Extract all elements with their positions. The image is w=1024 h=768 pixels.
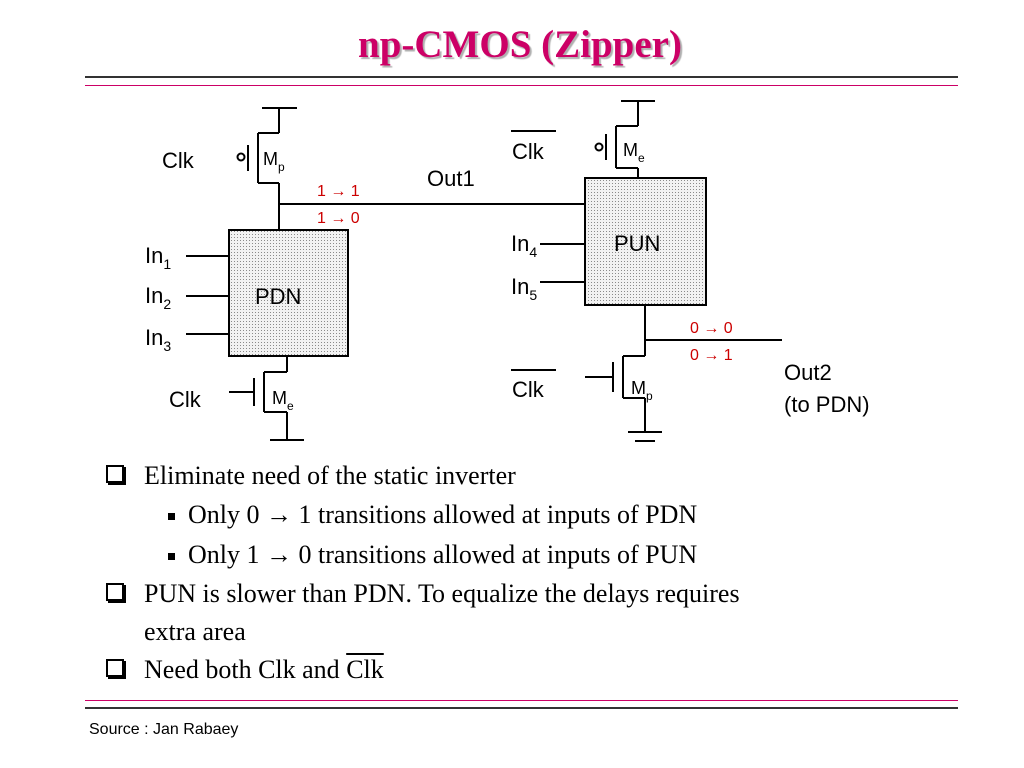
square-bullet-icon	[106, 583, 124, 601]
out2-transition-label-a: 0 → 0	[690, 320, 733, 337]
title-divider-accent	[85, 85, 958, 86]
bullet-text: Only 0 → 1 transitions allowed at inputs…	[188, 500, 698, 529]
square-bullet-icon	[106, 659, 124, 677]
clk-label-bottom-left: Clk	[169, 387, 202, 412]
small-square-bullet-icon	[168, 513, 175, 520]
out2-note: (to PDN)	[784, 392, 870, 417]
me-label-right: Me	[623, 140, 645, 165]
bullet-item: PUN is slower than PDN. To equalize the …	[104, 575, 964, 651]
sub-bullet-item: Only 0 → 1 transitions allowed at inputs…	[104, 495, 964, 535]
clk-bar-text: Clk	[346, 655, 384, 684]
bullet-item: Eliminate need of the static inverter	[104, 457, 964, 495]
clk-bar-label-bottom-right: Clk	[512, 377, 545, 402]
out2-label: Out2	[784, 360, 832, 385]
in3-label: In3	[145, 325, 171, 354]
out1-transition-label-a: 1 → 1	[317, 183, 360, 200]
bullet-text: Need both Clk and	[144, 655, 347, 684]
bullet-text-continued: extra area	[144, 617, 246, 646]
bullet-list: Eliminate need of the static inverter On…	[104, 457, 964, 689]
sub-bullet-item: Only 1 → 0 transitions allowed at inputs…	[104, 535, 964, 575]
mp-label-right: Mp	[631, 378, 653, 403]
in4-label: In4	[511, 231, 537, 260]
in5-label: In5	[511, 274, 537, 303]
me-label-left: Me	[272, 388, 294, 413]
clk-bar-label-top-right: Clk	[512, 139, 545, 164]
out1-label: Out1	[427, 166, 475, 191]
out2-transition-label-b: 0 → 1	[690, 347, 733, 364]
title-divider	[85, 76, 958, 78]
source-credit: Source : Jan Rabaey	[89, 721, 239, 738]
pun-label: PUN	[614, 231, 660, 256]
in1-label: In1	[145, 243, 171, 272]
square-bullet-icon	[106, 465, 124, 483]
pun-block	[584, 177, 707, 306]
zipper-circuit-diagram: Clk Mp Out1 1 → 1 1 → 0 In1 In2 In3 PDN …	[145, 100, 870, 442]
footer-divider	[85, 707, 958, 709]
out1-transition-label-b: 1 → 0	[317, 210, 360, 227]
bullet-item: Need both Clk and Clk	[104, 651, 964, 689]
in2-label: In2	[145, 283, 171, 312]
clk-label-top-left: Clk	[162, 148, 195, 173]
bullet-text: PUN is slower than PDN. To equalize the …	[144, 579, 740, 608]
pdn-label: PDN	[255, 284, 301, 309]
pdn-block	[228, 229, 349, 357]
slide-title: np-CMOS (Zipper)	[358, 23, 682, 66]
bullet-text: Eliminate need of the static inverter	[144, 461, 516, 490]
small-square-bullet-icon	[168, 553, 175, 560]
mp-label-left: Mp	[263, 149, 285, 174]
footer-divider-accent	[85, 700, 958, 701]
bullet-text: Only 1 → 0 transitions allowed at inputs…	[188, 540, 698, 569]
